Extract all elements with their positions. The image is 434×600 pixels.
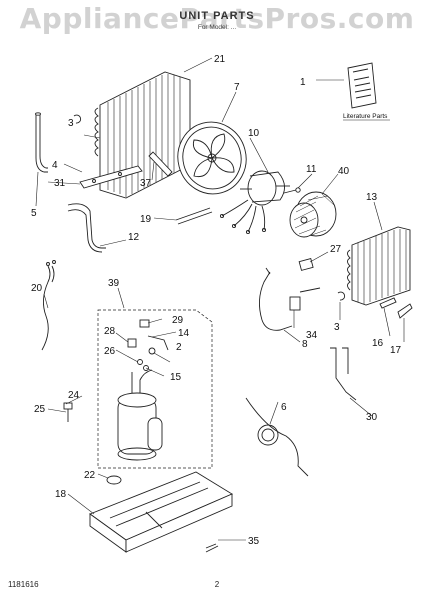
- callout-24: 24: [68, 390, 80, 401]
- blower-wheel[interactable]: [289, 191, 337, 238]
- callout-37: 37: [140, 178, 152, 189]
- vibration-bar[interactable]: [148, 151, 173, 177]
- base-pan[interactable]: [89, 471, 233, 553]
- callout-22: 22: [84, 470, 96, 481]
- footer-page-number: 2: [214, 580, 220, 589]
- fan-motor[interactable]: [219, 170, 290, 235]
- compressor[interactable]: [117, 369, 163, 461]
- callout-34: 34: [306, 330, 318, 341]
- evaporator-coil[interactable]: [347, 226, 411, 306]
- callout-12: 12: [128, 232, 140, 243]
- callout-35: 35: [248, 536, 260, 547]
- capillary-tube[interactable]: [259, 267, 321, 331]
- literature-booklet[interactable]: Literature Parts: [343, 62, 390, 121]
- compressor-small-parts[interactable]: [127, 319, 169, 371]
- clip-3-upper[interactable]: [73, 114, 82, 124]
- footer-part-code: 1181616: [8, 580, 39, 589]
- callout-27: 27: [330, 244, 342, 255]
- callout-5: 5: [31, 208, 37, 219]
- callout-29: 29: [172, 315, 184, 326]
- callout-8: 8: [302, 339, 308, 350]
- callout-20: 20: [31, 283, 43, 294]
- callout-40: 40: [338, 166, 350, 177]
- callout-21: 21: [214, 54, 226, 65]
- callout-25: 26: [104, 346, 116, 357]
- leader-lines: [35, 57, 405, 541]
- diagram-title: UNIT PARTS: [179, 10, 255, 22]
- part-16[interactable]: [379, 297, 397, 309]
- callout-28: 28: [104, 326, 116, 337]
- callout-7: 7: [234, 82, 240, 93]
- suction-tube[interactable]: [245, 397, 309, 477]
- callout-2: 2: [176, 342, 182, 353]
- discharge-tube[interactable]: [330, 347, 357, 401]
- compressor-foot[interactable]: [106, 475, 122, 485]
- clip-3-lower[interactable]: [337, 291, 346, 301]
- callout-4: 4: [52, 160, 58, 171]
- condenser-coil[interactable]: [94, 71, 191, 199]
- callout-31: 31: [54, 178, 66, 189]
- callout-10: 10: [248, 128, 260, 139]
- callout-1: 1: [300, 77, 306, 88]
- callout-14: 14: [178, 328, 190, 339]
- callout-labels: 1 2 3 3 4 5 6 7 8 10 11 12 13 14 15 16 1…: [31, 54, 402, 547]
- callout-26: 25: [34, 404, 46, 415]
- callout-13: 13: [366, 192, 378, 203]
- screw-35[interactable]: [205, 543, 219, 553]
- rod[interactable]: [175, 207, 213, 225]
- grommet[interactable]: [63, 402, 73, 422]
- thermistor-clip[interactable]: [289, 296, 301, 311]
- drain-hose[interactable]: [67, 203, 106, 253]
- callout-16: 16: [372, 338, 384, 349]
- thermostat-bracket[interactable]: [298, 258, 314, 271]
- callout-11: 11: [306, 164, 317, 175]
- condenser-fan-blade[interactable]: [170, 114, 254, 201]
- callout-18: 18: [55, 489, 67, 500]
- coil-bracket[interactable]: [79, 165, 143, 189]
- literature-parts-label: Literature Parts: [343, 113, 388, 120]
- callout-15: 15: [170, 372, 182, 383]
- callout-39: 39: [108, 278, 120, 289]
- diagram-subtitle: For Model: ...: [197, 24, 237, 31]
- callout-3-upper: 3: [68, 118, 74, 129]
- compressor-assembly-box: [97, 309, 213, 469]
- callout-3-lower: 3: [334, 322, 340, 333]
- screw[interactable]: [283, 187, 301, 194]
- part-17[interactable]: [397, 303, 413, 319]
- wire-harness[interactable]: [41, 260, 56, 351]
- callout-30: 30: [366, 412, 378, 423]
- drain-tube[interactable]: [35, 112, 49, 173]
- callout-6: 6: [281, 402, 287, 413]
- callout-17: 17: [390, 345, 402, 356]
- callout-19: 19: [140, 214, 152, 225]
